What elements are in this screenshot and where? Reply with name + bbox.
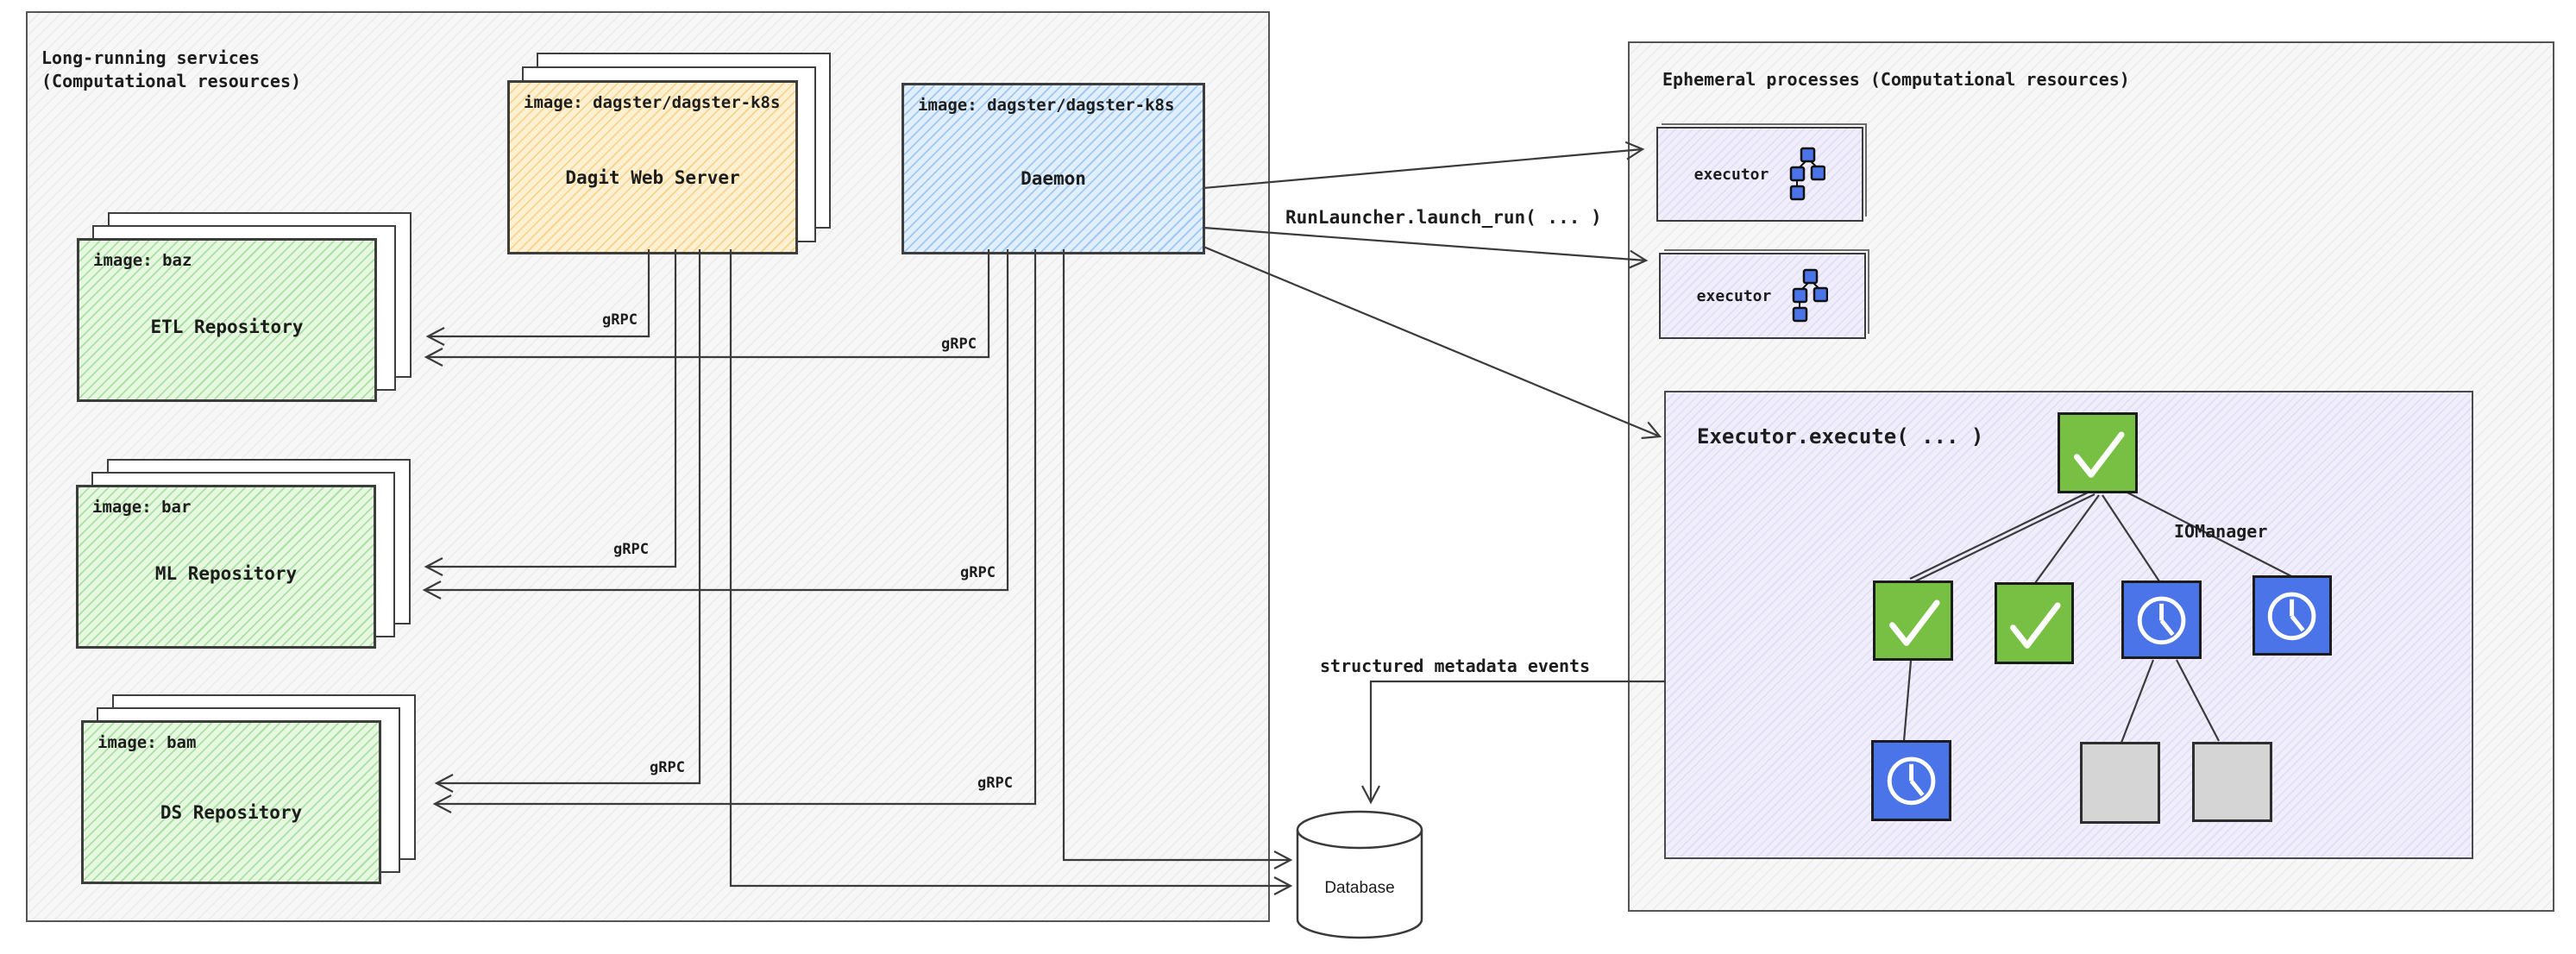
executor-1-label: executor [1693,165,1769,184]
etl-image-label: image: baz [93,251,192,270]
daemon-name: Daemon [1021,168,1086,189]
task-node-clock [1871,740,1951,821]
dagit-image-label: image: dagster/dagster-k8s [524,93,781,112]
executor-box-2: executor [1659,253,1866,339]
task-node-check [1873,581,1953,661]
metadata-events-label: structured metadata events [1320,656,1591,676]
dag-nodes-icon [1790,147,1826,201]
task-node-check [1995,582,2074,664]
iomanager-label: IOManager [2174,521,2268,542]
grpc-label: gRPC [602,311,638,329]
database-cylinder-icon [1296,810,1423,939]
daemon-image-label: image: dagster/dagster-k8s [918,96,1175,115]
ml-repository-box: image: bar ML Repository [76,485,376,649]
clock-icon [2137,596,2185,644]
task-node-clock [2252,575,2332,656]
database-label: Database [1324,879,1395,897]
task-node-pending [2192,742,2272,822]
left-panel-title: Long-running services (Computational res… [41,47,302,91]
run-launcher-label: RunLauncher.launch_run( ... ) [1285,207,1602,228]
check-icon [2010,601,2061,649]
executor-2-label: executor [1696,286,1772,305]
check-icon [1888,599,1940,646]
task-node-check [2058,412,2138,493]
etl-repository-box: image: baz ETL Repository [77,238,377,402]
grpc-label: gRPC [960,564,996,581]
daemon-box: image: dagster/dagster-k8s Daemon [902,83,1205,254]
right-panel-title: Ephemeral processes (Computational resou… [1662,69,2130,90]
grpc-label: gRPC [650,759,685,776]
grpc-label: gRPC [941,336,977,353]
executor-execute-title: Executor.execute( ... ) [1697,424,1984,449]
ds-repo-name: DS Repository [160,802,303,823]
grpc-label: gRPC [613,541,649,558]
check-icon [2073,431,2125,478]
ds-image-label: image: bam [97,733,197,752]
clock-icon [2267,592,2316,640]
dag-nodes-icon [1793,268,1829,323]
ds-repository-box: image: bam DS Repository [81,720,381,884]
ml-image-label: image: bar [92,498,192,517]
ml-repo-name: ML Repository [154,563,298,584]
executor-box-1: executor [1656,127,1863,222]
etl-repo-name: ETL Repository [150,317,304,337]
dagit-web-server-box: image: dagster/dagster-k8s Dagit Web Ser… [507,80,798,254]
task-node-clock [2121,581,2202,659]
task-node-pending [2080,742,2160,824]
dagit-name: Dagit Web Server [565,167,740,188]
grpc-label: gRPC [977,775,1013,792]
clock-icon [1887,756,1935,806]
